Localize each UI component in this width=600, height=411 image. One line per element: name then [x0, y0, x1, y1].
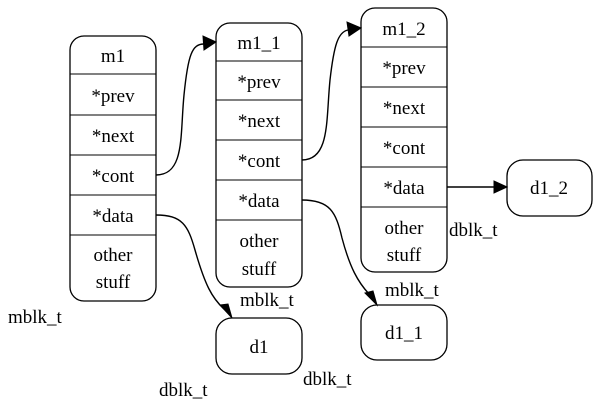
struct-m1-other-line2: stuff: [96, 272, 131, 293]
struct-m1_1-other-line2: stuff: [242, 259, 277, 280]
data-block-d1_1-type-label: dblk_t: [303, 369, 352, 390]
data-block-d1_1-frame: [360, 304, 448, 361]
struct-m1_2-field-next: *next: [383, 98, 426, 119]
data-block-d1_2-name: d1_2: [530, 178, 568, 199]
struct-m1_1-title: m1_1: [237, 33, 280, 54]
struct-m1-title: m1: [101, 46, 125, 67]
struct-m1_1-field-cont: *cont: [238, 151, 281, 172]
edge-m1-data-to-d1: [155, 214, 233, 319]
struct-m1_1-field-prev: *prev: [237, 72, 281, 93]
data-block-d1_2-type-label: dblk_t: [449, 220, 498, 241]
data-block-d1: d1: [215, 317, 303, 375]
struct-m1: m1 *prev *next *cont *data other stuff: [69, 35, 157, 302]
struct-m1_1-frame: [215, 22, 303, 288]
struct-m1-type-label: mblk_t: [8, 307, 63, 328]
struct-m1_2-field-prev: *prev: [382, 58, 426, 79]
struct-m1-field-prev: *prev: [91, 86, 135, 107]
struct-m1-field-next: *next: [92, 126, 135, 147]
struct-m1_2-title: m1_2: [382, 19, 425, 40]
struct-m1-field-cont: *cont: [92, 166, 135, 187]
struct-m1_2-frame: [360, 7, 448, 273]
data-block-d1-frame: [215, 317, 303, 375]
struct-m1_2-field-data: *data: [383, 178, 425, 199]
struct-m1_1-field-data: *data: [238, 191, 280, 212]
struct-m1_1-type-label: mblk_t: [240, 290, 295, 311]
data-block-d1_2-frame: [506, 159, 593, 217]
data-block-d1_1: d1_1: [360, 304, 448, 361]
struct-m1_2-other-line1: other: [384, 218, 424, 239]
struct-m1_1-field-next: *next: [238, 111, 281, 132]
struct-m1_2: m1_2 *prev *next *cont *data other stuff: [360, 7, 448, 273]
struct-m1_2-field-cont: *cont: [383, 138, 426, 159]
struct-m1_2-type-label: mblk_t: [385, 280, 440, 301]
data-block-d1-name: d1: [250, 337, 269, 358]
struct-m1-field-data: *data: [92, 206, 134, 227]
data-block-d1_2: d1_2: [506, 159, 593, 217]
edge-m1-cont-to-m1_1: [155, 35, 218, 176]
struct-m1-other-line1: other: [93, 245, 133, 266]
edge-m1_1-cont-to-m1_2: [301, 21, 363, 161]
edge-m1_2-data-to-d1_2: [447, 180, 509, 194]
struct-m1_1-other-line1: other: [239, 231, 279, 252]
data-block-d1-type-label: dblk_t: [159, 380, 208, 401]
data-block-d1_1-name: d1_1: [385, 323, 423, 344]
struct-m1_2-other-line2: stuff: [387, 245, 422, 266]
edge-m1_1-data-to-d1_1: [301, 199, 379, 307]
struct-m1_1: m1_1 *prev *next *cont *data other stuff: [215, 22, 303, 288]
